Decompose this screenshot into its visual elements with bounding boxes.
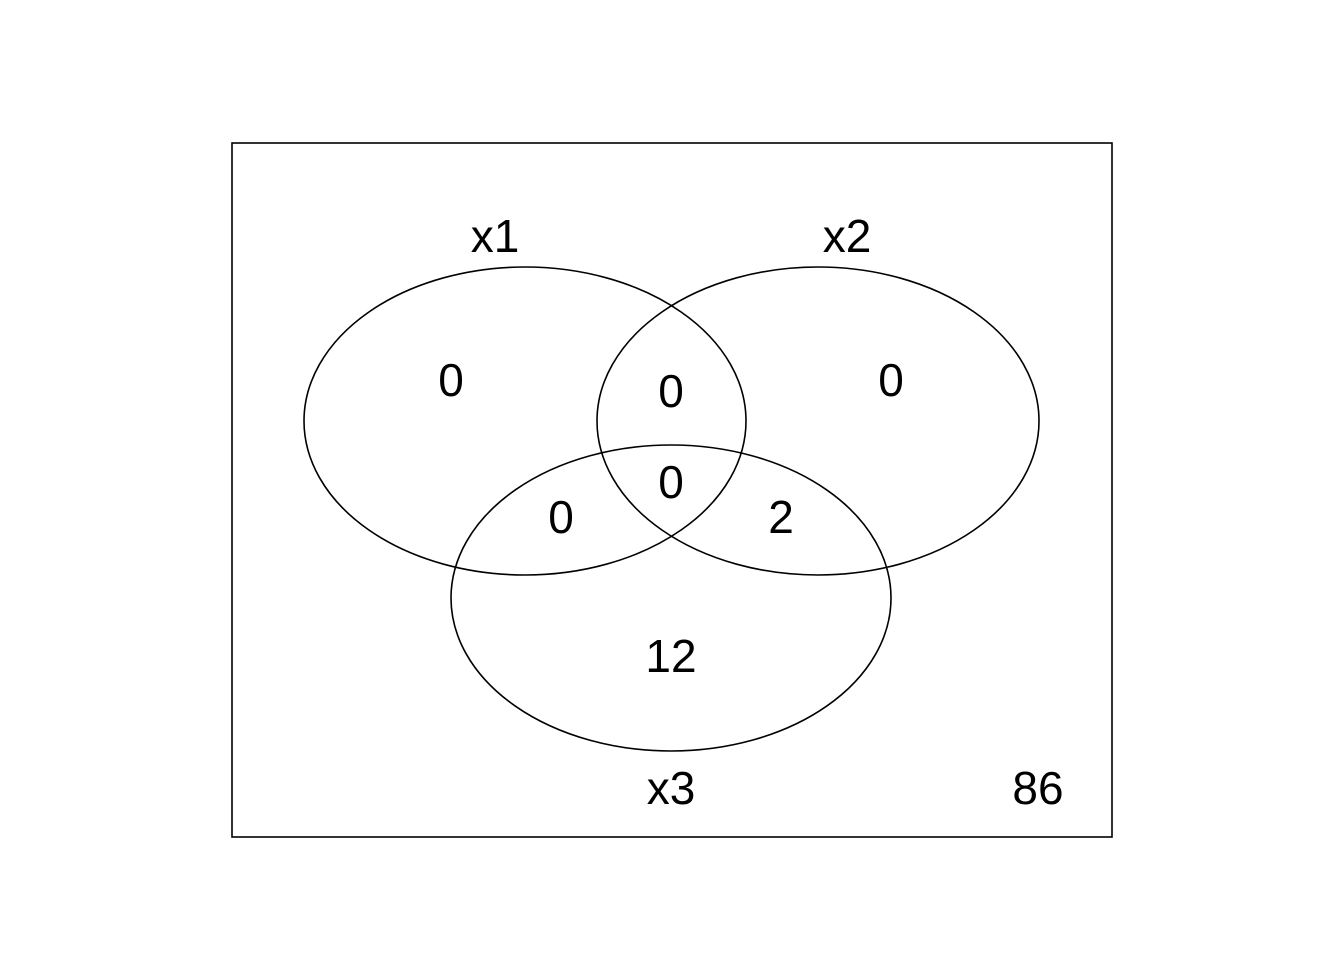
set-x1-label: x1 [471, 210, 520, 262]
region-x2-x3-count: 2 [768, 491, 794, 543]
region-outside-count: 86 [1012, 762, 1063, 814]
region-x1-x3-count: 0 [548, 491, 574, 543]
set-x1-circle [303, 266, 747, 576]
region-x1-only-count: 0 [438, 354, 464, 406]
set-x3-label: x3 [647, 762, 696, 814]
region-x2-only-count: 0 [878, 354, 904, 406]
set-x2-label: x2 [823, 210, 872, 262]
region-x1-x2-count: 0 [658, 365, 684, 417]
set-x3-circle [450, 444, 892, 752]
region-x3-only-count: 12 [645, 630, 696, 682]
universe-frame [231, 142, 1113, 838]
region-x1-x2-x3-count: 0 [658, 456, 684, 508]
set-x2-circle [596, 266, 1040, 576]
